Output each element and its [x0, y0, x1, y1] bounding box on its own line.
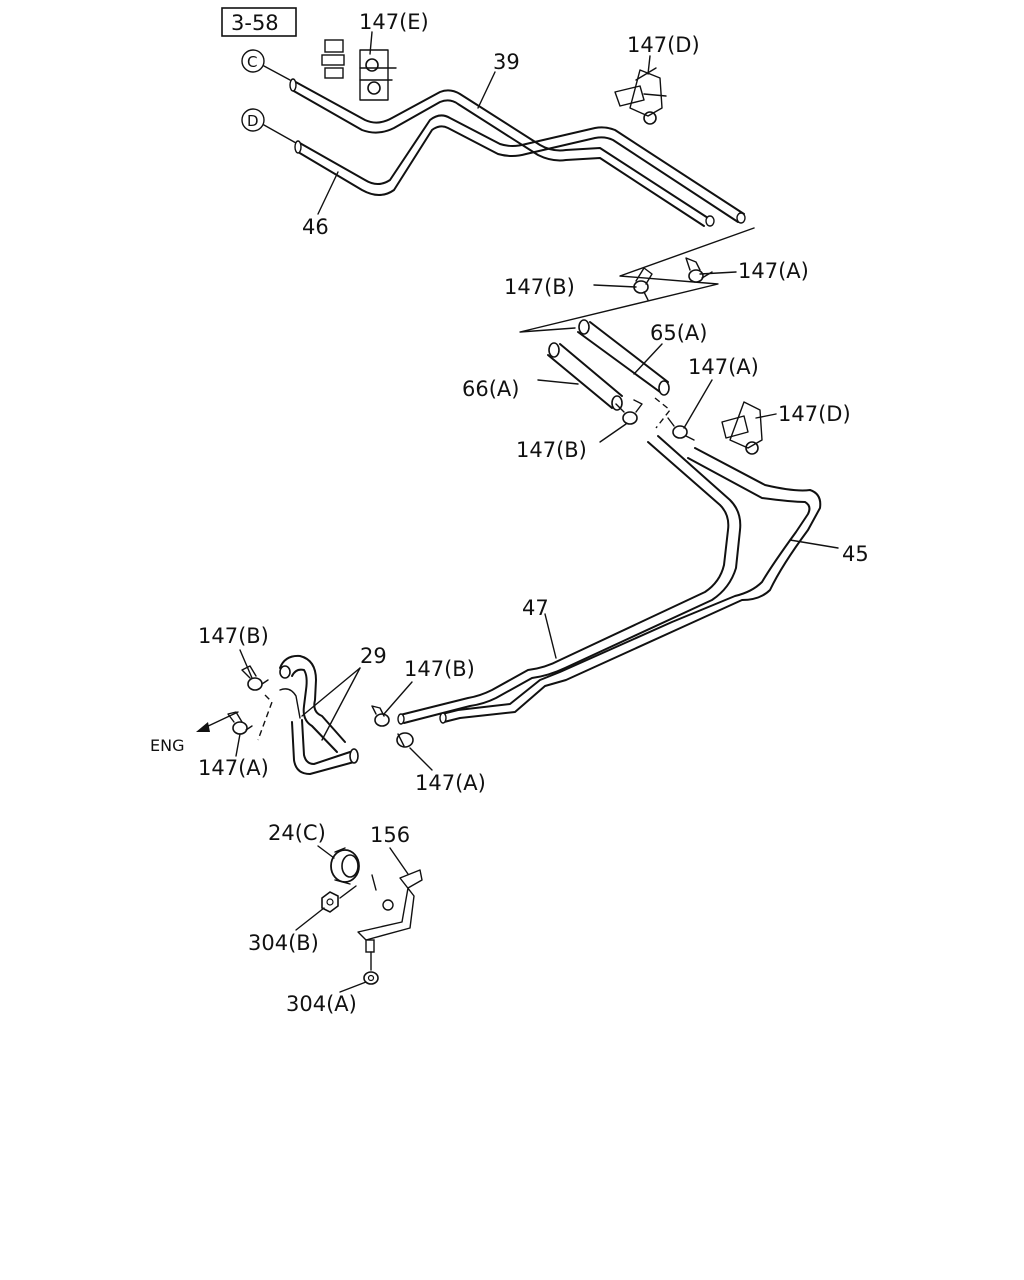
- eng-arrow-icon: [196, 711, 239, 732]
- clamp-147a-2: [667, 417, 695, 441]
- clamp-147a-4: [396, 732, 414, 748]
- connector-d: D: [241, 108, 297, 144]
- pipe-46: [294, 114, 746, 227]
- label-147b-3: 147(B): [198, 624, 269, 648]
- label-147a-1: 147(A): [738, 259, 809, 283]
- label-304a: 304(A): [286, 992, 357, 1016]
- clamp-147a-3: [227, 711, 253, 735]
- label-39: 39: [493, 50, 520, 74]
- dashed-guide-2: [257, 694, 273, 741]
- leader-lines: [235, 31, 839, 993]
- clamp-147a-1: [685, 257, 713, 283]
- grommet-24c: [330, 847, 360, 885]
- clamp-147d-mid: [721, 401, 763, 455]
- clamp-147e: [321, 39, 397, 101]
- pipe-47: [399, 435, 742, 724]
- label-46: 46: [302, 215, 329, 239]
- label-24c: 24(C): [268, 821, 326, 845]
- ref-box[interactable]: 3-58: [221, 7, 297, 37]
- connector-c: C: [241, 49, 291, 81]
- pipe-39: [289, 78, 709, 227]
- dashed-guide-1: [654, 397, 671, 429]
- label-147d-top: 147(D): [627, 33, 700, 57]
- label-147e: 147(E): [359, 10, 429, 34]
- label-156: 156: [370, 823, 410, 847]
- label-65a: 65(A): [650, 321, 707, 345]
- hose-29: [279, 654, 359, 775]
- ref-label: 3-58: [231, 11, 279, 35]
- clamp-147b-2: [615, 399, 643, 425]
- label-147b-4: 147(B): [404, 657, 475, 681]
- bolt-304a: [363, 939, 379, 985]
- label-147a-2: 147(A): [688, 355, 759, 379]
- clamp-147b-3: [241, 665, 269, 691]
- hose-66a: [547, 342, 623, 411]
- label-147a-3: 147(A): [198, 756, 269, 780]
- label-47: 47: [522, 596, 549, 620]
- nut-304b: [321, 885, 357, 913]
- clamp-147d-top: [614, 67, 667, 125]
- label-304b: 304(B): [248, 931, 319, 955]
- svg-text:C: C: [247, 53, 257, 71]
- clamp-147b-4: [371, 705, 390, 727]
- break-line: [519, 227, 755, 333]
- pipe-45: [397, 447, 822, 725]
- label-147d-mid: 147(D): [778, 402, 851, 426]
- label-147a-4: 147(A): [415, 771, 486, 795]
- bracket-156: [357, 869, 423, 941]
- label-45: 45: [842, 542, 869, 566]
- hose-65a: [577, 319, 670, 396]
- label-eng: ENG: [150, 736, 184, 755]
- label-147b-1: 147(B): [504, 275, 575, 299]
- label-66a: 66(A): [462, 377, 519, 401]
- svg-text:D: D: [247, 112, 259, 130]
- label-147b-2: 147(B): [516, 438, 587, 462]
- label-29: 29: [360, 644, 387, 668]
- clamp-147b-1: [633, 267, 653, 301]
